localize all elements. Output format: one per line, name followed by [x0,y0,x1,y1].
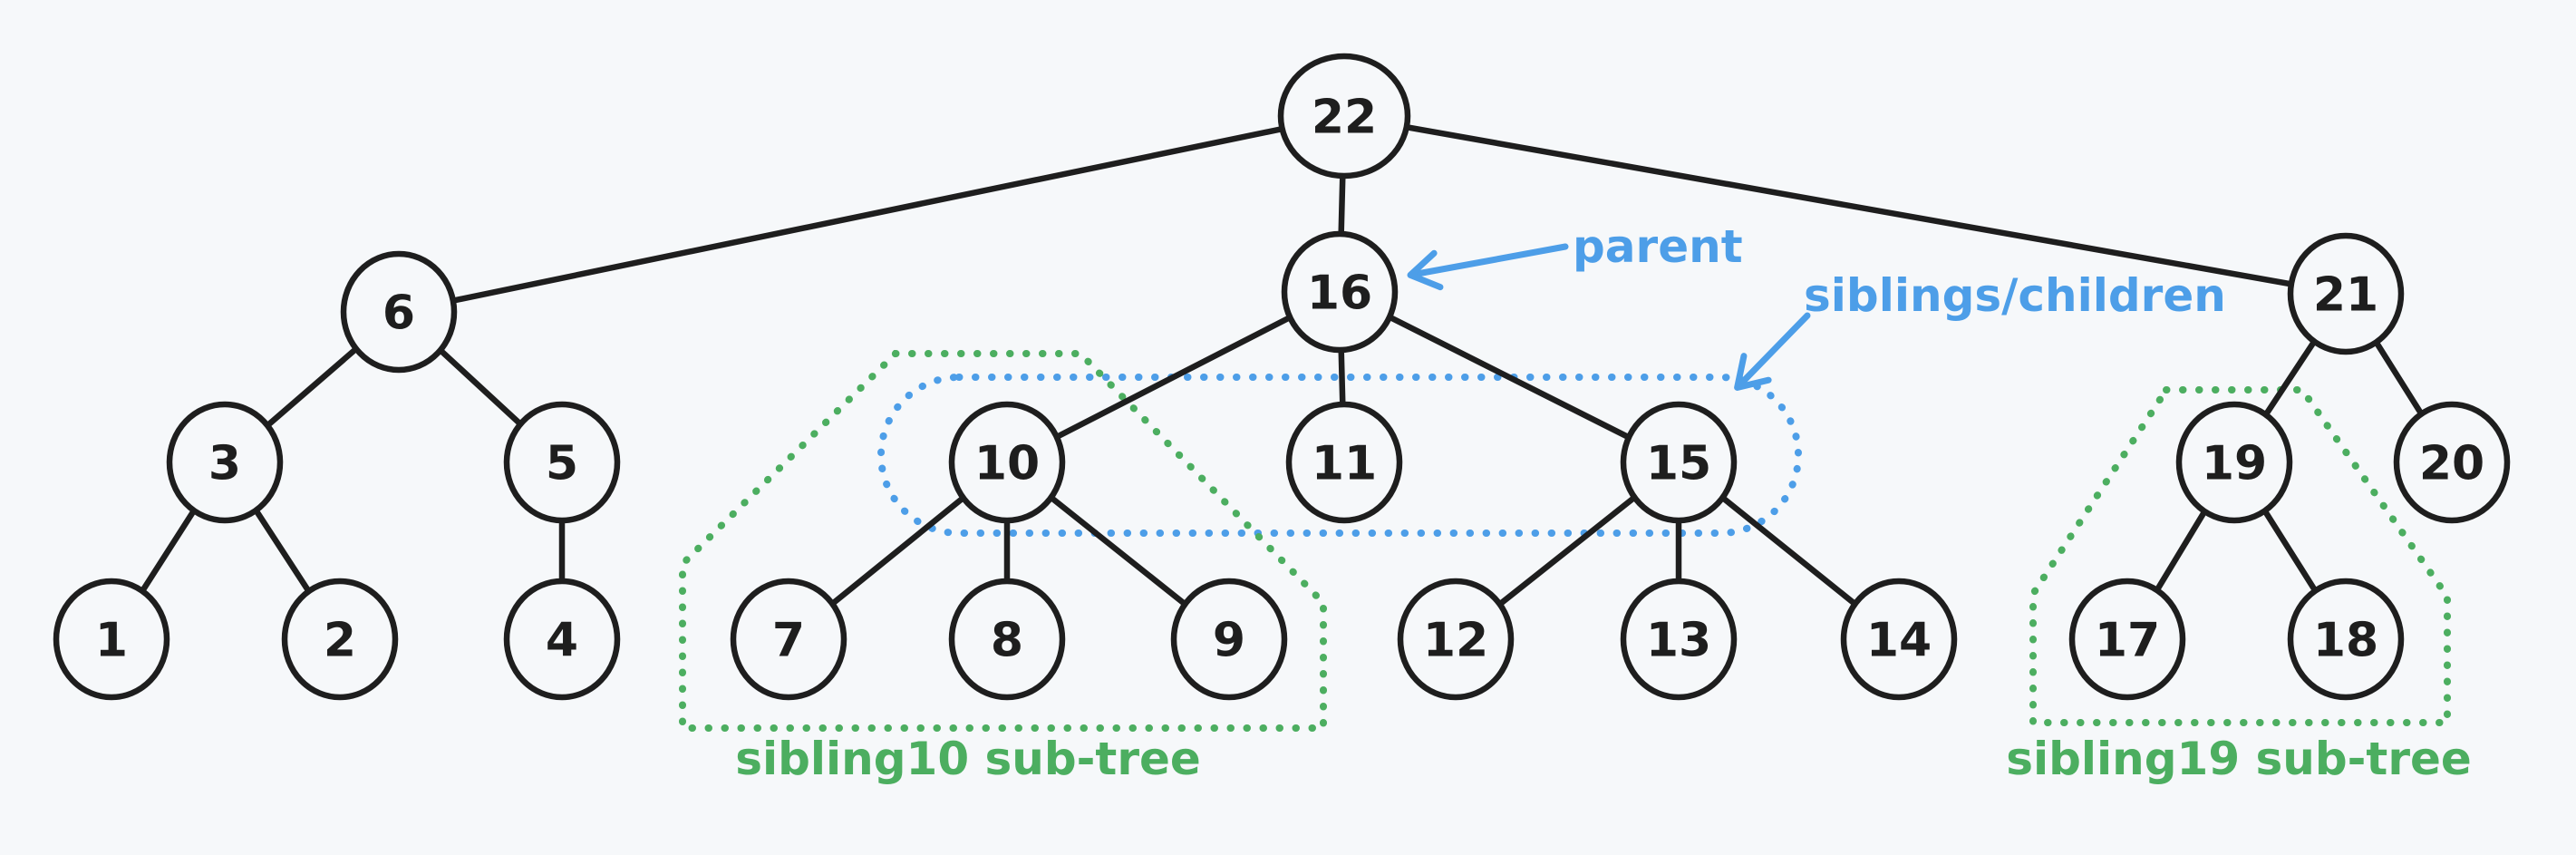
annotation-labels-layer: parent siblings/children sibling10 sub-t… [735,220,2472,785]
tree-node-circle-1 [53,578,170,701]
tree-node-circle-14 [1840,578,1958,701]
parent-label: parent [1573,220,1743,273]
tree-node-circle-21 [2287,232,2405,355]
tree-node-value-15: 15 [1646,437,1711,491]
tree-node-value-3: 3 [208,437,241,491]
tree-node-circle-20 [2393,401,2511,524]
tree-node-value-20: 20 [2419,437,2484,491]
tree-node-value-13: 13 [1646,614,1711,668]
tree-node-value-7: 7 [772,614,805,668]
tree-node-7: 7 [730,578,847,701]
tree-node-18: 18 [2287,578,2405,701]
tree-node-value-6: 6 [383,287,415,341]
tree-node-value-1: 1 [95,614,128,668]
tree-node-circle-6 [340,250,458,374]
tree-node-circle-22 [1277,53,1411,180]
tree-node-17: 17 [2068,578,2186,701]
tree-node-value-11: 11 [1312,437,1377,491]
tree-node-1: 1 [53,578,170,701]
tree-node-circle-10 [948,401,1066,524]
tree-node-16: 16 [1281,230,1399,354]
tree-node-circle-16 [1281,230,1399,354]
tree-node-circle-7 [730,578,847,701]
siblings-children-arrow [1734,312,1811,391]
tree-node-value-5: 5 [546,437,578,491]
tree-node-19: 19 [2175,401,2293,524]
tree-node-value-8: 8 [991,614,1023,668]
tree-edge-16-15 [1336,288,1682,466]
tree-node-value-4: 4 [546,614,578,668]
siblings-children-label: siblings/children [1804,269,2226,322]
dotted-annotations-layer [679,350,2451,732]
tree-node-value-16: 16 [1307,267,1372,321]
tree-node-circle-13 [1620,578,1738,701]
tree-node-22: 22 [1277,53,1411,180]
tree-node-8: 8 [948,578,1066,701]
tree-node-9: 9 [1170,578,1288,701]
sibling19-subtree-boundary [2029,386,2451,726]
parent-arrow [1407,243,1569,291]
tree-node-10: 10 [948,401,1066,524]
tree-node-value-18: 18 [2313,614,2378,668]
tree-node-circle-9 [1170,578,1288,701]
tree-edge-22-21 [1341,112,2349,297]
tree-node-12: 12 [1397,578,1515,701]
tree-node-11: 11 [1285,401,1403,524]
tree-node-circle-2 [281,578,399,701]
tree-node-value-2: 2 [324,614,356,668]
tree-edge-16-10 [1003,288,1343,466]
tree-node-3: 3 [166,401,284,524]
tree-node-circle-3 [166,401,284,524]
tree-node-value-21: 21 [2313,268,2378,323]
tree-node-14: 14 [1840,578,1958,701]
tree-edge-22-6 [395,112,1348,316]
tree-node-value-9: 9 [1213,614,1245,668]
tree-node-value-22: 22 [1312,91,1377,145]
sibling19-subtree-label: sibling19 sub-tree [2006,733,2472,785]
tree-node-circle-8 [948,578,1066,701]
tree-node-circle-19 [2175,401,2293,524]
tree-node-5: 5 [503,401,621,524]
tree-node-15: 15 [1620,401,1738,524]
tree-node-circle-12 [1397,578,1515,701]
tree-node-value-19: 19 [2202,437,2267,491]
tree-node-circle-17 [2068,578,2186,701]
tree-node-circle-15 [1620,401,1738,524]
tree-node-6: 6 [340,250,458,374]
sibling10-subtree-label: sibling10 sub-tree [735,733,1201,785]
tree-node-value-12: 12 [1423,614,1488,668]
tree-node-4: 4 [503,578,621,701]
tree-node-circle-4 [503,578,621,701]
siblings-children-boundary [877,374,1802,537]
tree-node-2: 2 [281,578,399,701]
tree-node-21: 21 [2287,232,2405,355]
tree-node-circle-11 [1285,401,1403,524]
tree-node-value-14: 14 [1866,614,1932,668]
tree-node-circle-18 [2287,578,2405,701]
tree-node-13: 13 [1620,578,1738,701]
tree-node-circle-5 [503,401,621,524]
tree-node-20: 20 [2393,401,2511,524]
annotation-arrows-layer [1407,243,1811,391]
tree-node-value-17: 17 [2095,614,2160,668]
tree-node-value-10: 10 [974,437,1040,491]
